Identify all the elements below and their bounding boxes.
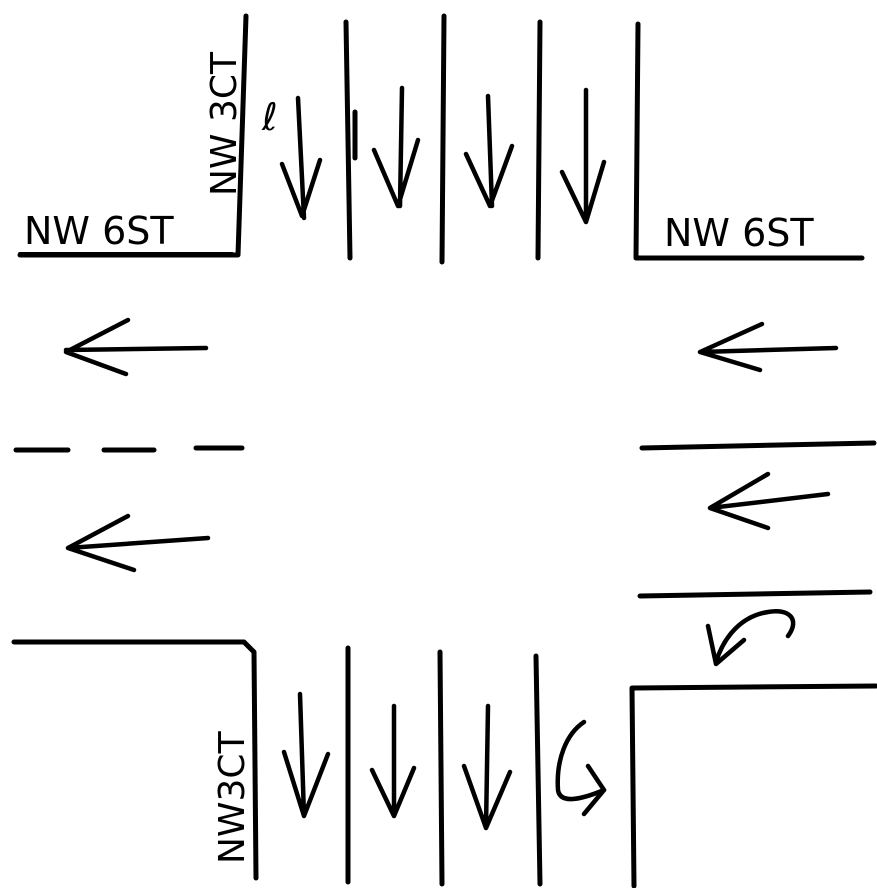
street-label-south: NW3CT (212, 730, 253, 864)
down-arrow-icon (281, 691, 331, 819)
left-arrow-icon (63, 317, 209, 377)
lane-line-south-2 (437, 649, 445, 887)
down-arrow-icon (463, 93, 515, 209)
lane-line-north-3 (535, 19, 543, 261)
down-arrow-icon (371, 85, 421, 209)
lane-line-east-1 (639, 440, 877, 451)
street-label-west: NW 6ST (24, 209, 174, 253)
curb-southeast (629, 683, 877, 888)
lane-line-north-2 (439, 13, 447, 265)
lane-line-south-3 (533, 653, 543, 887)
down-arrow-icon (369, 703, 417, 819)
curb-southwest (11, 639, 259, 881)
down-arrow-icon (559, 87, 607, 225)
north-lane-mark: ℓ (261, 95, 278, 139)
hook-arrow-icon (555, 719, 607, 817)
down-arrow-icon (279, 95, 323, 221)
left-arrow-icon (697, 321, 839, 373)
street-label-north: NW 3CT (204, 51, 245, 196)
u-turn-arrow-icon (705, 608, 796, 667)
left-arrow-icon (65, 513, 211, 573)
down-arrow-icon (461, 703, 513, 831)
left-arrow-icon (707, 471, 831, 531)
street-label-east: NW 6ST (664, 211, 814, 255)
lane-line-north-1 (343, 19, 353, 261)
lane-line-east-2 (637, 589, 873, 599)
